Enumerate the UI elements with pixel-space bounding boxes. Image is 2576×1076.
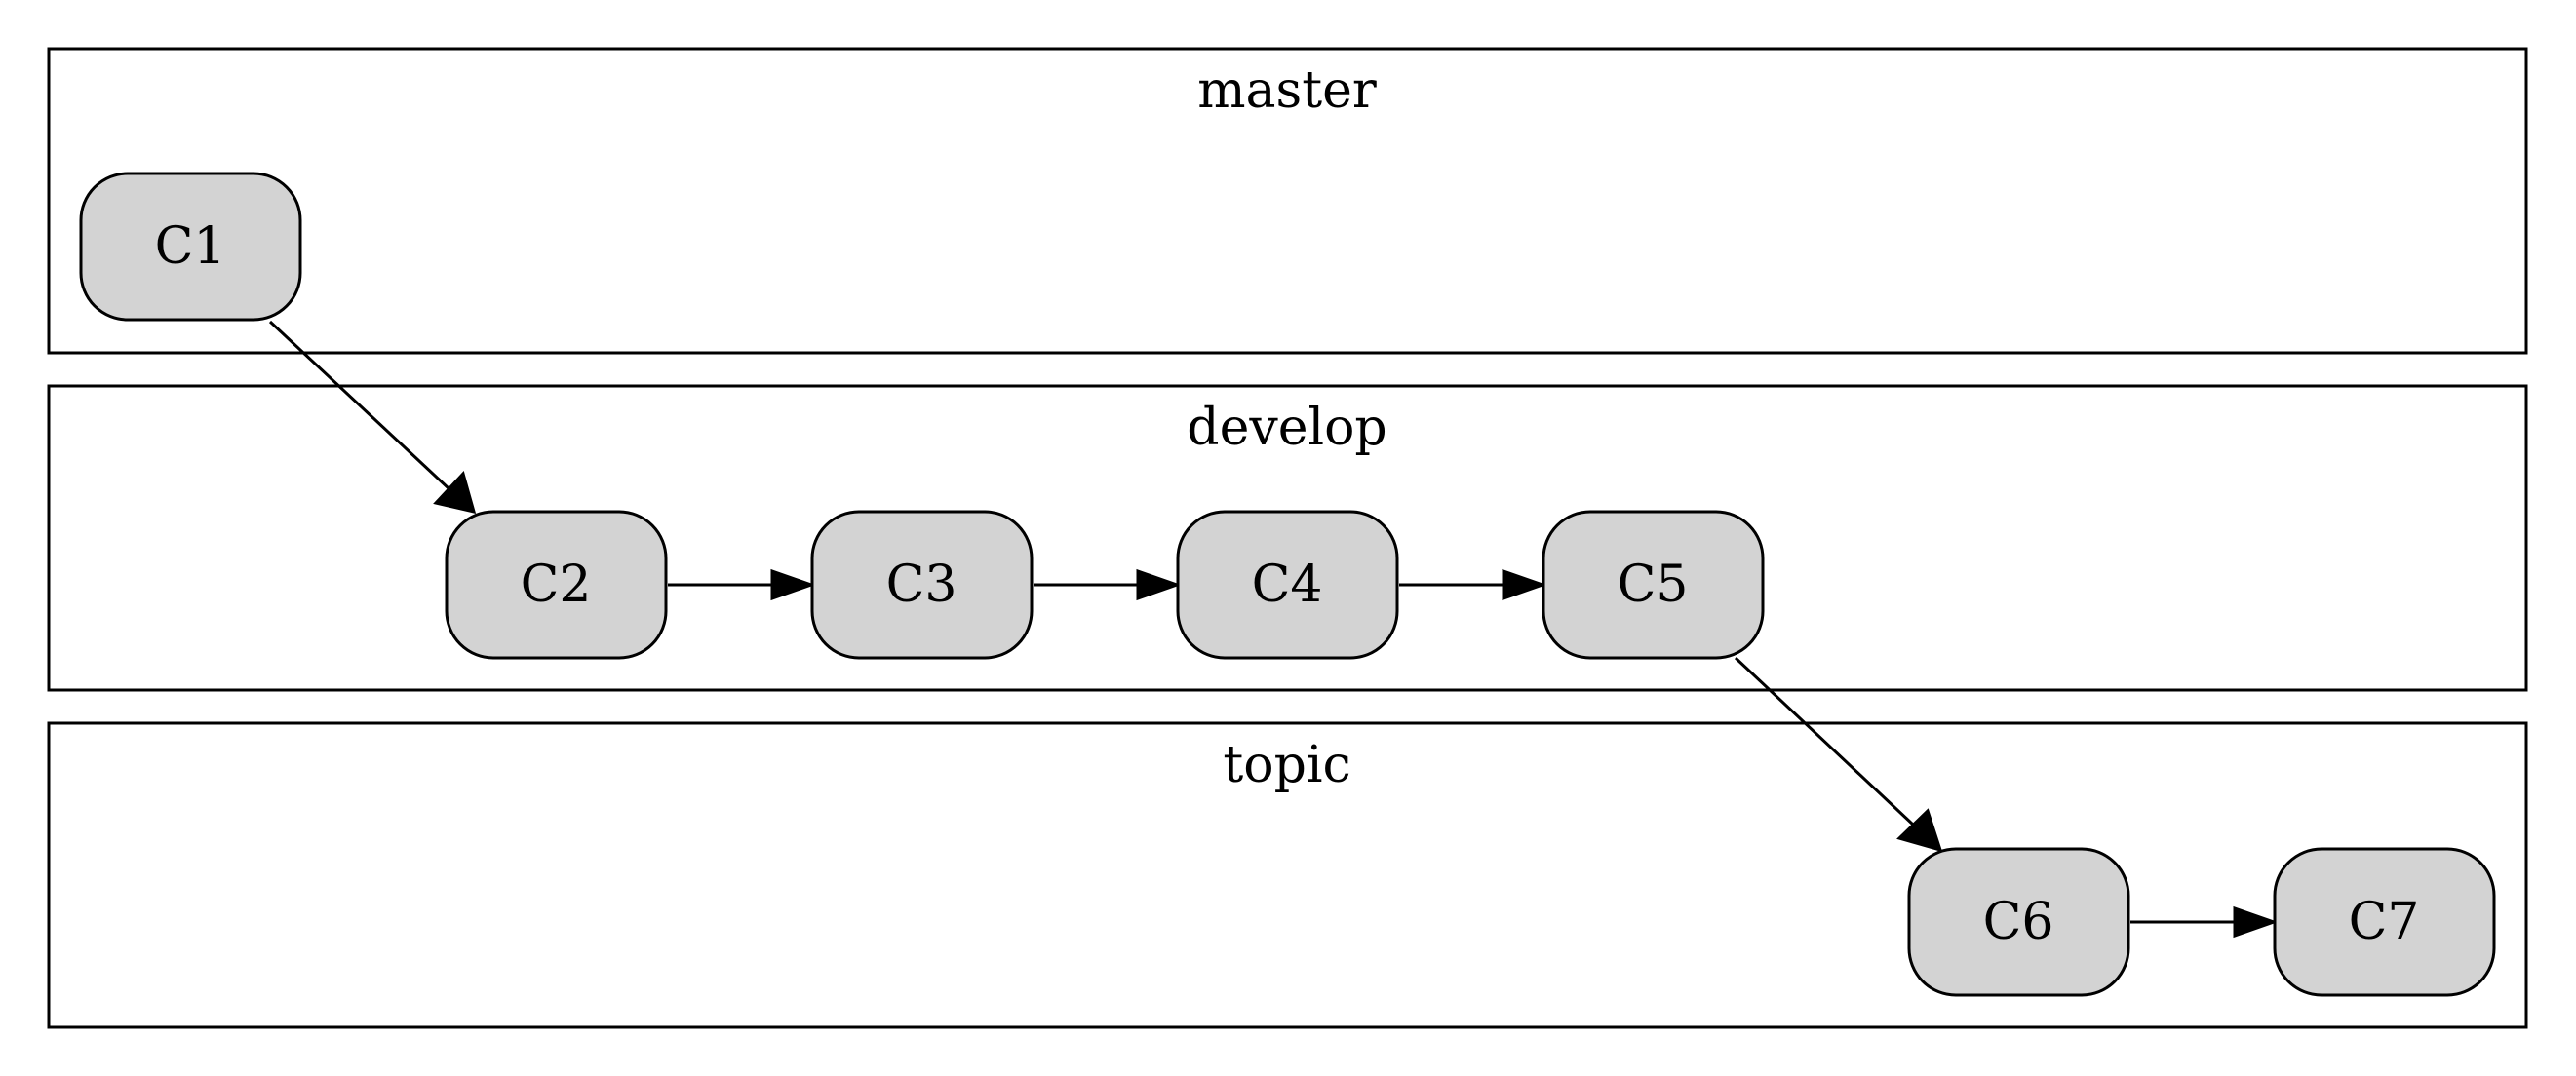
node-c3[interactable]: C3	[810, 510, 1034, 660]
nodes: C1 C2 C3 C4 C5 C6 C7	[79, 172, 2496, 997]
edge-c4-c5	[1399, 568, 1547, 601]
node-c4-box[interactable]	[1176, 510, 1399, 660]
cluster-topic: topic	[47, 721, 2528, 1029]
node-c5-box[interactable]	[1542, 510, 1765, 660]
node-c6[interactable]: C6	[1907, 847, 2130, 997]
edge-c3-c4	[1034, 568, 1182, 601]
edges	[268, 320, 2279, 939]
cluster-topic-label: topic	[1223, 736, 1350, 794]
node-c2[interactable]: C2	[445, 510, 668, 660]
node-c1-box[interactable]	[79, 172, 302, 322]
node-c7-box[interactable]	[2273, 847, 2496, 997]
node-c6-label: C6	[1983, 893, 2054, 951]
node-c6-box[interactable]	[1907, 847, 2130, 997]
node-c3-box[interactable]	[810, 510, 1034, 660]
edge-c2-c3	[668, 568, 816, 601]
edge-c5-c6	[1734, 656, 1943, 853]
node-c1-label: C1	[155, 217, 226, 276]
node-c1[interactable]: C1	[79, 172, 302, 322]
node-c5-label: C5	[1618, 556, 1689, 614]
cluster-master-label: master	[1197, 61, 1377, 120]
edge-c6-c7	[2130, 905, 2279, 939]
cluster-master: master	[47, 47, 2528, 355]
cluster-master-box	[47, 47, 2528, 355]
node-c2-label: C2	[521, 556, 592, 614]
node-c5[interactable]: C5	[1542, 510, 1765, 660]
node-c2-box[interactable]	[445, 510, 668, 660]
node-c3-label: C3	[886, 556, 957, 614]
node-c7-label: C7	[2349, 893, 2420, 951]
node-c7[interactable]: C7	[2273, 847, 2496, 997]
edge-c1-c2	[268, 320, 477, 515]
node-c4[interactable]: C4	[1176, 510, 1399, 660]
cluster-develop-label: develop	[1187, 399, 1386, 457]
node-c4-label: C4	[1252, 556, 1323, 614]
